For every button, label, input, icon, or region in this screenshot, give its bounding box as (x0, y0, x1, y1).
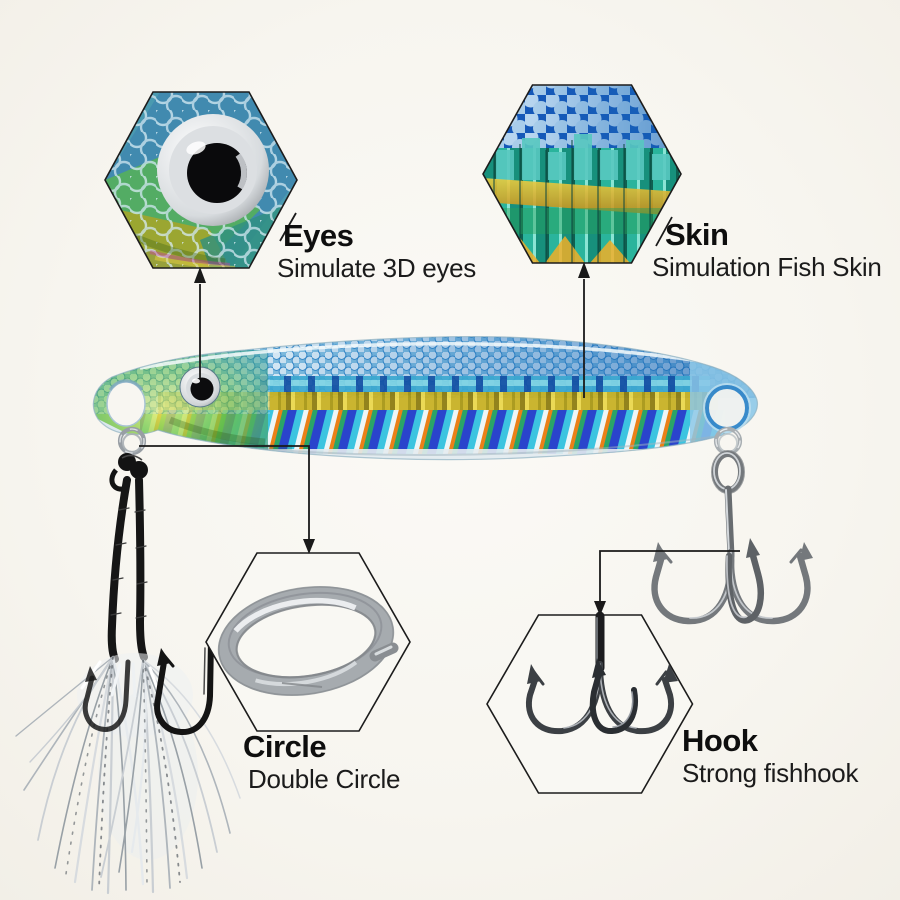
assist-hook-rig (15, 426, 241, 895)
eyes-hexagon-photo (104, 91, 298, 269)
callout-circle-title: Circle (243, 729, 327, 764)
callout-eyes: Eyes Simulate 3D eyes (277, 218, 476, 284)
front-split-ring (117, 426, 147, 456)
tail-hole (705, 385, 749, 431)
skin-arrowhead (578, 262, 590, 278)
callout-hook: Hook Strong fishhook (682, 723, 859, 789)
lure-eye (179, 366, 221, 408)
tinsel-flash (15, 655, 241, 895)
callout-eyes-subtitle: Simulate 3D eyes (277, 253, 476, 283)
assist-hook (82, 637, 214, 735)
circle-hexagon-photo (205, 552, 411, 732)
callout-skin-title: Skin (665, 217, 729, 252)
circle-arrowhead (303, 539, 315, 554)
skin-leader-tick (655, 216, 673, 247)
eyes-leader-tick (279, 212, 297, 242)
callout-eyes-title: Eyes (283, 218, 354, 253)
circle-callout-line (139, 445, 310, 539)
treble-hook-zoom (525, 611, 678, 735)
callout-skin-subtitle: Simulation Fish Skin (652, 252, 882, 282)
assist-cords (107, 476, 148, 663)
callout-hook-title: Hook (682, 723, 758, 758)
double-split-ring (217, 585, 395, 697)
hook-callout-line (599, 550, 740, 601)
callout-skin: Skin Simulation Fish Skin (652, 217, 882, 283)
eyes-arrowhead (194, 267, 206, 283)
callout-hook-subtitle: Strong fishhook (682, 758, 859, 788)
hook-arrowhead (594, 601, 606, 616)
callout-circle: Circle Double Circle (243, 729, 401, 795)
rear-treble-hook (651, 426, 813, 625)
hook-hexagon-photo (486, 611, 694, 794)
lure-photo (92, 336, 759, 461)
callout-circle-subtitle: Double Circle (248, 764, 401, 794)
